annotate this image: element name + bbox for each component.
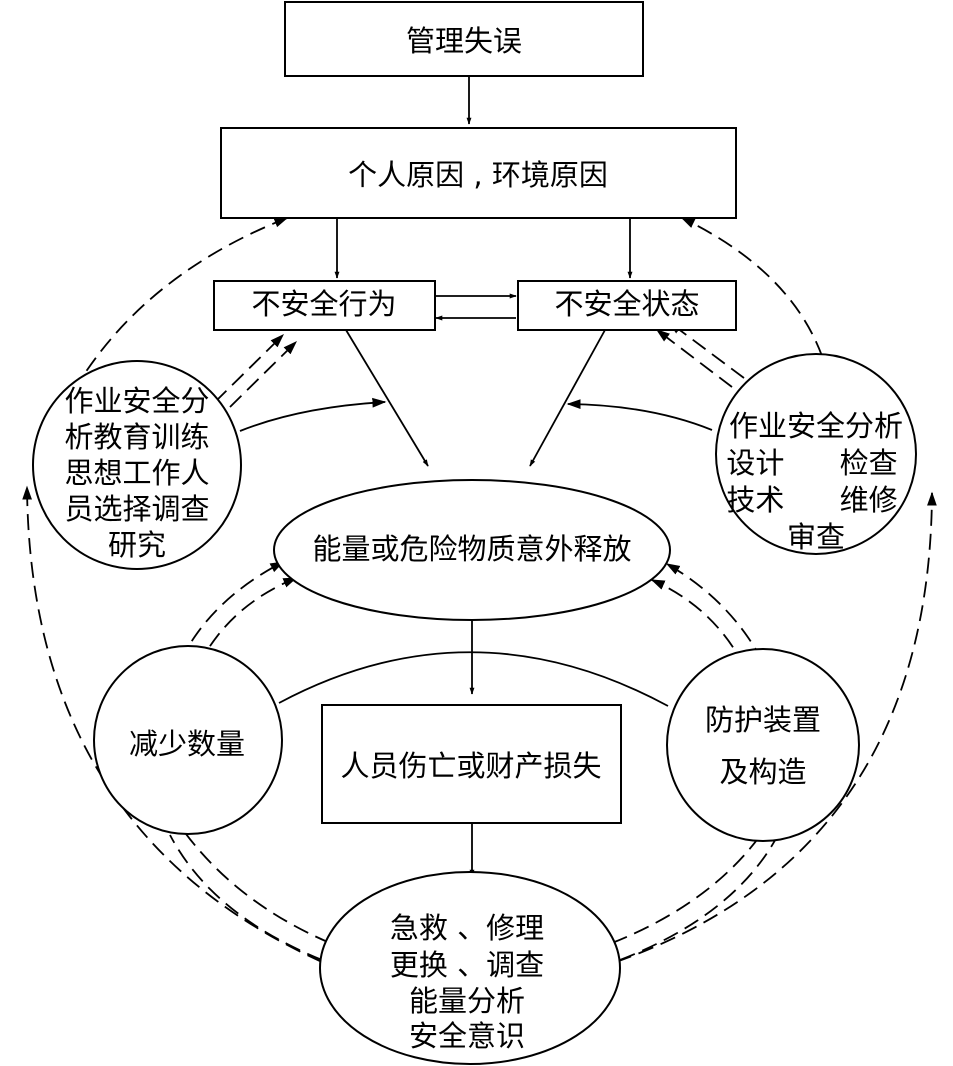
arc-left-measures-to-behavior-line xyxy=(239,397,387,432)
reduce-quantity-label: 减少数量 xyxy=(129,727,245,761)
left-measures-circle: 作业安全分 析教育训练 思想工作人 员选择调查 研究 xyxy=(32,360,242,570)
unsafe-state-box: 不安全状态 xyxy=(517,280,737,331)
dash-right-measures-to-state-b xyxy=(667,321,745,379)
loop-emergency-to-right-measures xyxy=(615,491,937,963)
right-measures-circle: 作业安全分析 设计 检查 技术 维修 审查 xyxy=(715,353,917,555)
personal-env-causes-box: 个人原因 , 环境原因 xyxy=(220,127,737,219)
dash-emergency-to-protect-b xyxy=(619,834,779,961)
dash-right-measures-to-state-a xyxy=(655,329,733,388)
right-measures-line-1: 作业安全分析 xyxy=(729,409,903,443)
management-error-box: 管理失误 xyxy=(284,1,644,77)
casualty-loss-box: 人员伤亡或财产损失 xyxy=(321,704,622,824)
arrow-behavior-to-release xyxy=(345,329,429,467)
left-measures-line-3: 思想工作人 xyxy=(64,456,209,490)
unsafe-state-label: 不安全状态 xyxy=(554,287,699,321)
management-error-label: 管理失误 xyxy=(406,24,522,58)
dash-emergency-to-reduce-b xyxy=(169,834,323,961)
emergency-measures-line-4: 安全意识 xyxy=(409,1019,525,1053)
emergency-measures-line-2: 更换 、调查 xyxy=(390,948,544,982)
unsafe-behavior-box: 不安全行为 xyxy=(213,280,436,331)
arrow-state-to-release xyxy=(529,329,606,467)
dash-protect-to-release-a xyxy=(665,563,764,663)
left-measures-line-2: 析教育训练 xyxy=(64,420,209,454)
right-measures-line-4: 审查 xyxy=(787,520,845,554)
reduce-quantity-circle: 减少数量 xyxy=(93,645,283,835)
arc-right-measures-to-state-line xyxy=(566,399,713,431)
emergency-measures-line-1: 急救 、修理 xyxy=(390,911,544,945)
emergency-measures-ellipse: 急救 、修理 更换 、调查 能量分析 安全意识 xyxy=(319,871,621,1065)
energy-release-label: 能量或危险物质意外释放 xyxy=(312,532,631,566)
unsafe-behavior-label: 不安全行为 xyxy=(251,287,396,321)
loop-right-measures-to-causes xyxy=(680,217,823,357)
right-measures-line-3: 技术 维修 xyxy=(726,483,897,517)
dash-emergency-to-reduce-a xyxy=(175,818,331,944)
emergency-measures-line-3: 能量分析 xyxy=(409,984,525,1018)
protective-devices-line-2: 及构造 xyxy=(719,755,806,789)
dash-left-measures-to-behavior-a xyxy=(214,334,284,403)
energy-release-ellipse: 能量或危险物质意外释放 xyxy=(273,479,671,621)
personal-env-causes-label: 个人原因 , 环境原因 xyxy=(348,158,608,192)
dash-left-measures-to-behavior-b xyxy=(229,341,297,408)
protective-devices-circle: 防护装置 及构造 xyxy=(666,648,860,842)
arc-reduce-to-protect xyxy=(278,651,669,707)
casualty-loss-label: 人员伤亡或财产损失 xyxy=(340,749,601,783)
left-measures-line-4: 员选择调查 xyxy=(64,492,209,526)
left-measures-line-1: 作业安全分 xyxy=(64,384,209,418)
protective-devices-line-1: 防护装置 xyxy=(705,703,821,737)
right-measures-line-2: 设计 检查 xyxy=(726,446,897,480)
left-measures-line-5: 研究 xyxy=(108,528,166,562)
